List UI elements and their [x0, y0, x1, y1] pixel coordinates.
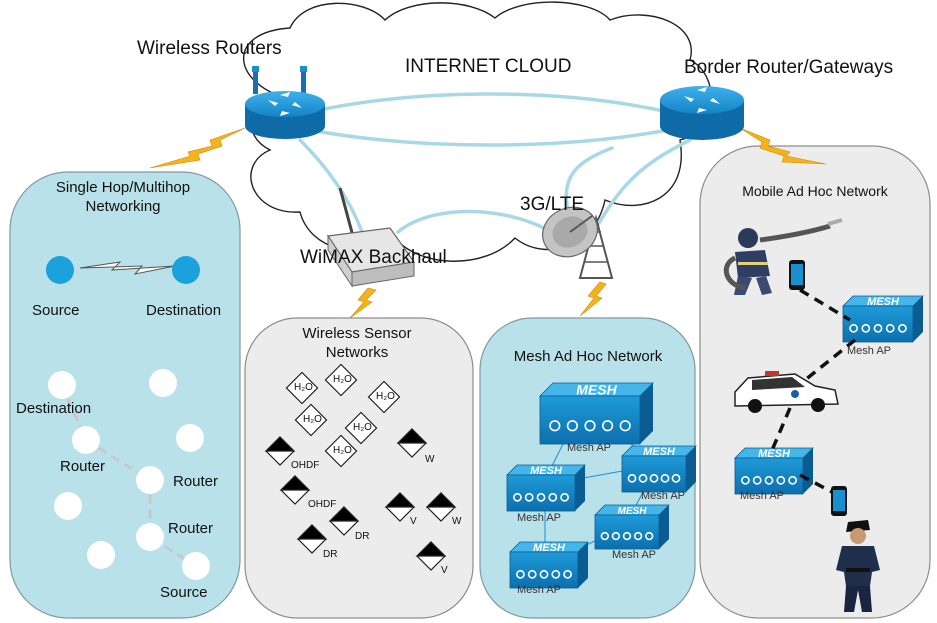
mesh-ap-icon: MESH	[509, 541, 589, 589]
mesh-ap-label: Mesh AP	[740, 490, 785, 502]
sensor-label: W	[425, 454, 435, 465]
mesh-ap-label: Mesh AP	[612, 549, 657, 561]
router-label-3: Router	[168, 520, 214, 537]
sensor-label: DR	[355, 531, 370, 542]
source-node	[46, 256, 74, 284]
h2o-label: H₂O	[333, 445, 352, 456]
mesh-word-label: MESH	[643, 446, 676, 458]
single-hop-nodes	[46, 256, 200, 284]
mesh-word-label: MESH	[530, 465, 563, 477]
firefighter-icon	[723, 218, 843, 295]
h2o-label: H₂O	[333, 374, 352, 385]
wsn-panel	[244, 317, 474, 619]
wimax-backhaul-label: WiMAX Backhaul	[300, 247, 447, 268]
single-hop-title-line2: Networking	[85, 198, 161, 215]
internet-cloud	[243, 1, 712, 262]
mesh-ap-icon: MESH	[539, 382, 654, 445]
wsn-sensors	[264, 363, 457, 571]
sensor-label: OHDF	[308, 499, 337, 510]
wsn-title-line2: Networks	[325, 344, 389, 361]
backbone-links	[298, 92, 692, 237]
manet-links	[768, 288, 857, 494]
mesh-ap-label: Mesh AP	[567, 442, 612, 454]
single-hop-panel	[9, 171, 241, 619]
destination-label: Destination	[146, 302, 222, 319]
destination-node	[172, 256, 200, 284]
mesh-word-label: MESH	[618, 506, 648, 517]
destination-label-2: Destination	[16, 400, 92, 417]
satellite-dish-icon	[542, 206, 614, 279]
police-car-icon	[734, 371, 839, 413]
h2o-label: H₂O	[376, 391, 395, 402]
mesh-ap-icon: MESH	[506, 464, 586, 512]
sensor-label: DR	[323, 549, 338, 560]
border-router-icon	[660, 86, 744, 140]
wireless-routers-label: Wireless Routers	[137, 38, 282, 59]
mesh-ap-label: Mesh AP	[517, 512, 562, 524]
phone-icon-2	[831, 486, 847, 516]
wimax-base-station-icon	[326, 187, 416, 288]
border-router-label: Border Router/Gateways	[684, 57, 894, 78]
h2o-label: H₂O	[353, 422, 372, 433]
router-label-1: Router	[60, 458, 106, 475]
mesh-ap-icon: MESH	[594, 504, 670, 550]
mesh-title: Mesh Ad Hoc Network	[513, 348, 663, 365]
multihop-nodes	[48, 369, 210, 580]
h2o-label: H₂O	[303, 414, 322, 425]
phone-icon	[789, 260, 805, 290]
source-label: Source	[32, 302, 80, 319]
wireless-router-icon	[245, 66, 325, 139]
sensor-label: V	[441, 565, 448, 576]
mesh-ap-icon: MESH	[734, 447, 814, 495]
mesh-ap-group: MESH MESH MESH MESH MESH MESH MESH	[506, 295, 924, 589]
mesh-ap-icon: MESH	[621, 445, 697, 493]
lightning-bolts	[149, 127, 827, 319]
mesh-ap-label: Mesh AP	[847, 345, 892, 357]
mesh-word-label: MESH	[758, 448, 791, 460]
police-officer-icon	[836, 520, 880, 612]
sensor-label: V	[410, 516, 417, 527]
lte-label: 3G/LTE	[520, 194, 585, 215]
mesh-word-label: MESH	[867, 296, 900, 308]
router-label-2: Router	[173, 473, 219, 490]
h2o-label: H₂O	[294, 382, 313, 393]
internet-cloud-label: INTERNET CLOUD	[405, 56, 572, 77]
sensor-label: OHDF	[291, 460, 320, 471]
mesh-ap-label: Mesh AP	[517, 584, 562, 596]
manet-panel	[699, 145, 931, 619]
mesh-word-label: MESH	[576, 382, 617, 398]
sensor-label: W	[452, 516, 462, 527]
source-label-2: Source	[160, 584, 208, 601]
mesh-word-label: MESH	[533, 542, 566, 554]
wsn-title-line1: Wireless Sensor	[302, 325, 412, 342]
single-hop-title-line1: Single Hop/Multihop	[55, 179, 191, 196]
manet-title: Mobile Ad Hoc Network	[742, 183, 888, 199]
mesh-ap-label: Mesh AP	[641, 490, 686, 502]
mesh-ap-icon: MESH	[842, 295, 924, 343]
